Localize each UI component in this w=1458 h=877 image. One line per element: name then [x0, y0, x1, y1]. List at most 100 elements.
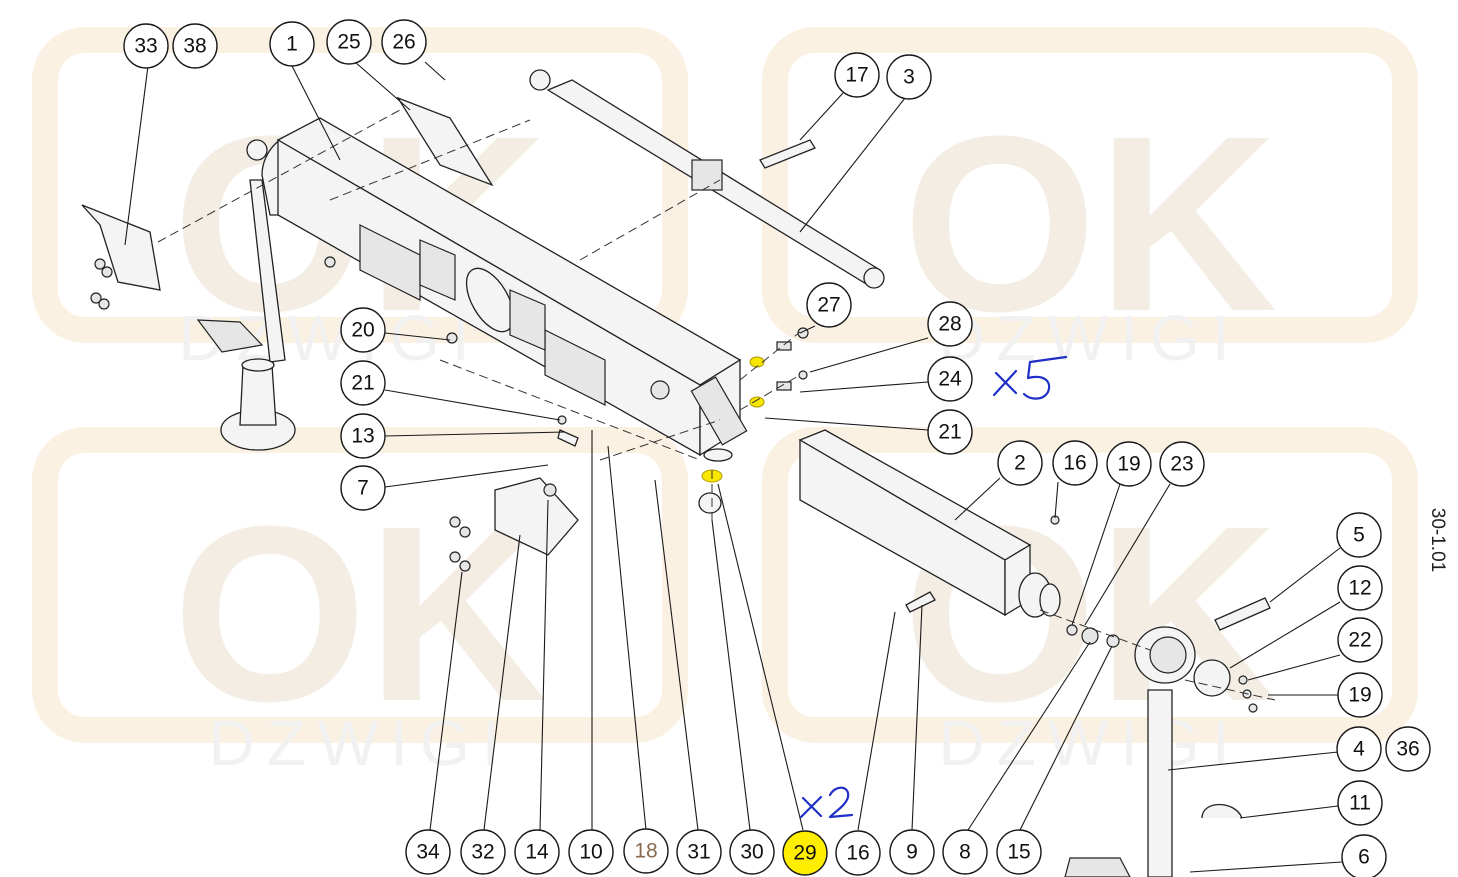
- watermark-logo: OK: [173, 474, 548, 753]
- svg-text:36: 36: [1396, 738, 1419, 761]
- parts-drawing: [81, 69, 1276, 877]
- svg-text:30: 30: [740, 841, 763, 864]
- callout-36: 36: [1385, 726, 1431, 772]
- svg-text:13: 13: [351, 425, 374, 448]
- svg-text:7: 7: [357, 477, 369, 500]
- svg-text:19: 19: [1117, 453, 1140, 476]
- right-column: [1064, 597, 1271, 877]
- callout-24: 24: [927, 356, 973, 402]
- svg-text:16: 16: [846, 842, 869, 865]
- highlighted-washer: [749, 396, 765, 408]
- callout-23: 23: [1159, 441, 1205, 487]
- extension-arm: [798, 429, 1061, 618]
- svg-text:6: 6: [1358, 846, 1370, 869]
- svg-text:24: 24: [938, 368, 962, 391]
- svg-text:3: 3: [903, 66, 915, 89]
- svg-text:19: 19: [1348, 684, 1371, 707]
- callout-14: 14: [514, 829, 560, 875]
- watermark-subtext: DZWIGI: [938, 707, 1241, 779]
- guard-plate-left: [81, 204, 161, 291]
- svg-text:28: 28: [938, 313, 961, 336]
- callout-5: 5: [1336, 512, 1382, 558]
- handwritten-x5: [992, 355, 1068, 400]
- svg-text:17: 17: [845, 64, 868, 87]
- callout-13: 13: [340, 413, 386, 459]
- callout-4: 4: [1336, 726, 1382, 772]
- callout-17: 17: [834, 52, 880, 98]
- callout-19: 19: [1106, 441, 1152, 487]
- watermark: OK OK OK OK DZWIGI DZWIGI DZWIGI DZWIGI: [32, 27, 1418, 779]
- callout-33: 33: [123, 23, 169, 69]
- callout-11: 11: [1337, 780, 1383, 826]
- hydraulic-cylinder: [529, 69, 885, 289]
- svg-text:8: 8: [959, 841, 971, 864]
- callout-12: 12: [1337, 565, 1383, 611]
- svg-text:2: 2: [1014, 452, 1026, 475]
- callout-19: 19: [1337, 672, 1383, 718]
- svg-text:34: 34: [416, 841, 440, 864]
- callout-9: 9: [889, 829, 935, 875]
- svg-text:32: 32: [471, 841, 494, 864]
- svg-text:18: 18: [634, 840, 657, 863]
- callout-10: 10: [568, 829, 614, 875]
- callout-15: 15: [996, 829, 1042, 875]
- callouts: 33 38 1 25 26 17 3 27 28 24 21 20 21 13 …: [123, 19, 1431, 877]
- svg-text:1: 1: [286, 33, 298, 56]
- svg-text:5: 5: [1353, 524, 1365, 547]
- callout-18: 18: [623, 828, 669, 874]
- svg-text:14: 14: [525, 841, 549, 864]
- callout-31: 31: [676, 829, 722, 875]
- callout-25: 25: [326, 19, 372, 65]
- leader-lines: [124, 61, 1343, 873]
- callout-2: 2: [997, 440, 1043, 486]
- main-boom: [276, 117, 748, 462]
- callout-1: 1: [269, 21, 315, 67]
- svg-text:11: 11: [1349, 792, 1371, 815]
- svg-text:21: 21: [351, 372, 374, 395]
- callout-22: 22: [1337, 617, 1383, 663]
- svg-text:33: 33: [134, 35, 157, 58]
- callout-8: 8: [942, 829, 988, 875]
- callout-38: 38: [172, 23, 218, 69]
- callout-16: 16: [835, 830, 881, 876]
- handwritten-x2: [799, 786, 854, 819]
- callout-27: 27: [806, 282, 852, 328]
- callout-16: 16: [1052, 440, 1098, 486]
- svg-text:22: 22: [1348, 629, 1371, 652]
- handwritten-note-x5: x5: [0, 0, 2, 1]
- drawing-number: 30-1.01: [1427, 508, 1448, 572]
- svg-text:27: 27: [817, 294, 840, 317]
- svg-text:26: 26: [392, 31, 415, 54]
- svg-text:38: 38: [183, 35, 206, 58]
- callout-26: 26: [381, 19, 427, 65]
- svg-text:15: 15: [1007, 841, 1030, 864]
- svg-text:23: 23: [1170, 453, 1193, 476]
- svg-text:9: 9: [906, 841, 918, 864]
- svg-text:25: 25: [337, 31, 360, 54]
- watermark-subtext: DZWIGI: [208, 707, 511, 779]
- svg-text:12: 12: [1348, 577, 1371, 600]
- callout-28: 28: [927, 301, 973, 347]
- callout-21: 21: [927, 409, 973, 455]
- callout-32: 32: [460, 829, 506, 875]
- svg-text:20: 20: [351, 319, 374, 342]
- svg-text:10: 10: [579, 841, 602, 864]
- callout-21: 21: [340, 360, 386, 406]
- svg-text:29: 29: [793, 842, 816, 865]
- watermark-subtext: DZWIGI: [938, 302, 1241, 374]
- callout-34: 34: [405, 829, 451, 875]
- svg-text:16: 16: [1063, 452, 1086, 475]
- callout-3: 3: [886, 54, 932, 100]
- handwritten-annotations: x5 x2: [0, 0, 1068, 819]
- callout-30: 30: [729, 829, 775, 875]
- mounting-plate: [396, 96, 494, 187]
- assembly-lines: [157, 109, 1276, 701]
- hardware: [90, 256, 1258, 713]
- svg-text:4: 4: [1353, 738, 1365, 761]
- callout-29-highlighted: 29: [782, 830, 828, 876]
- svg-text:21: 21: [938, 421, 961, 444]
- svg-text:31: 31: [687, 841, 710, 864]
- callout-20: 20: [340, 307, 386, 353]
- callout-6: 6: [1341, 834, 1387, 877]
